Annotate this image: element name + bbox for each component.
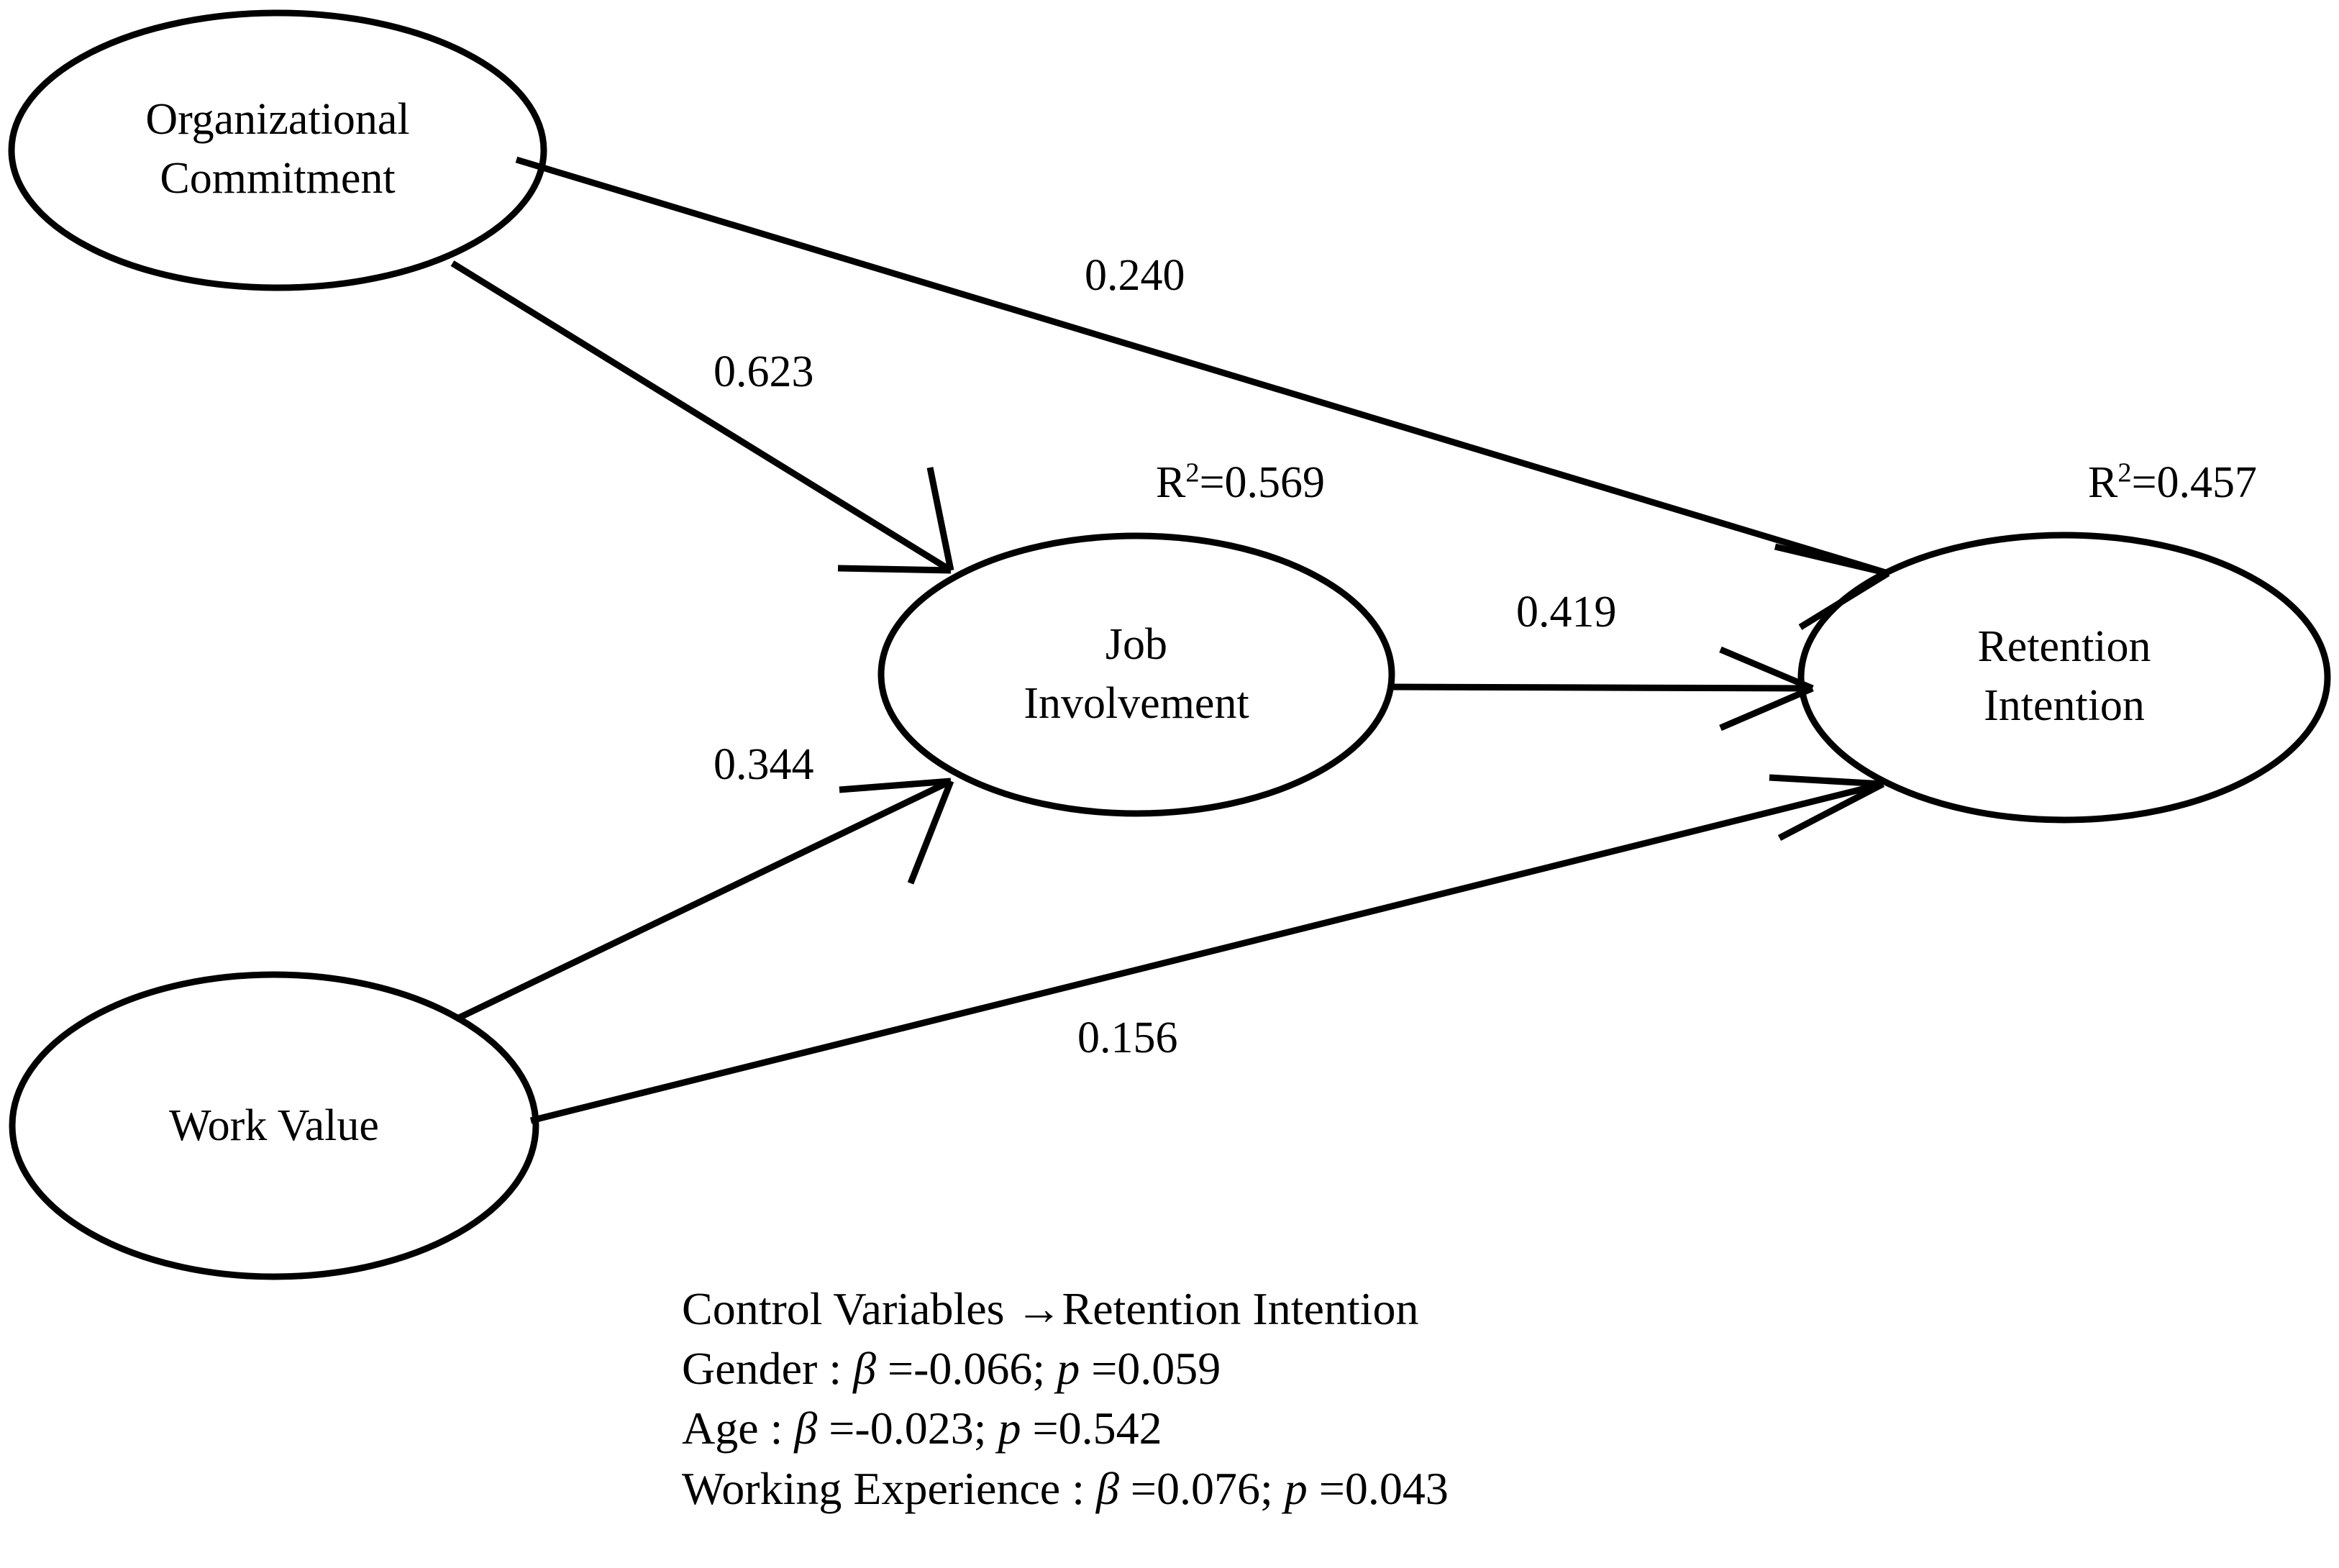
beta-value: =-0.023;: [817, 1403, 998, 1454]
path-arrow-oc-to-ri: [515, 156, 1890, 630]
p-value: =0.542: [1021, 1403, 1162, 1454]
r2-value: =0.569: [1199, 458, 1326, 507]
node-ellipse-organizational-commitment[interactable]: [8, 9, 547, 291]
r2-letter: R: [1156, 458, 1186, 507]
r2-exponent: 2: [2117, 457, 2132, 488]
beta-symbol: β: [794, 1403, 818, 1454]
beta-value: =0.076;: [1118, 1462, 1285, 1514]
control-variable-row: Gender : β =-0.066; p =0.059: [682, 1339, 1449, 1398]
p-value: =0.059: [1080, 1343, 1221, 1395]
r2-label-job-involvement: R2=0.569: [1156, 457, 1326, 507]
p-symbol: p: [1057, 1343, 1080, 1395]
node-ellipse-work-value[interactable]: [9, 971, 539, 1280]
r2-value: =0.457: [2131, 458, 2258, 507]
control-variables-block: Control Variables →Retention Intention G…: [682, 1279, 1449, 1518]
p-value: =0.043: [1307, 1462, 1449, 1514]
control-variable-name: Age :: [682, 1403, 795, 1454]
r2-letter: R: [2088, 458, 2118, 507]
path-coefficient-oc-to-ri: 0.240: [1085, 251, 1185, 300]
path-arrow-wv-to-ji: [455, 778, 954, 1023]
path-coefficient-oc-to-ji: 0.623: [713, 347, 814, 396]
control-variable-name: Gender :: [682, 1343, 854, 1395]
r2-exponent: 2: [1185, 457, 1200, 488]
node-ellipse-retention-intention[interactable]: [1797, 532, 2331, 824]
control-variable-row: Working Experience : β =0.076; p =0.043: [682, 1459, 1449, 1518]
path-coefficient-wv-to-ri: 0.156: [1077, 1013, 1178, 1062]
r2-label-retention-intention: R2=0.457: [2088, 457, 2258, 507]
beta-symbol: β: [1095, 1462, 1119, 1514]
control-variable-row: Age : β =-0.023; p =0.542: [682, 1398, 1449, 1458]
path-arrow-wv-to-ri: [529, 774, 1885, 1124]
path-arrow-ji-to-ri: [1387, 646, 1814, 731]
node-ellipse-job-involvement[interactable]: [877, 532, 1395, 817]
beta-value: =-0.066;: [876, 1343, 1057, 1395]
path-coefficient-ji-to-ri: 0.419: [1516, 588, 1617, 637]
path-coefficient-wv-to-ji: 0.344: [713, 740, 814, 789]
p-symbol: p: [1284, 1462, 1308, 1514]
beta-symbol: β: [853, 1343, 876, 1395]
control-variable-name: Working Experience :: [682, 1462, 1096, 1514]
p-symbol: p: [998, 1403, 1021, 1454]
path-arrow-oc-to-ji: [450, 260, 954, 574]
control-variables-heading: Control Variables →Retention Intention: [682, 1283, 1419, 1334]
